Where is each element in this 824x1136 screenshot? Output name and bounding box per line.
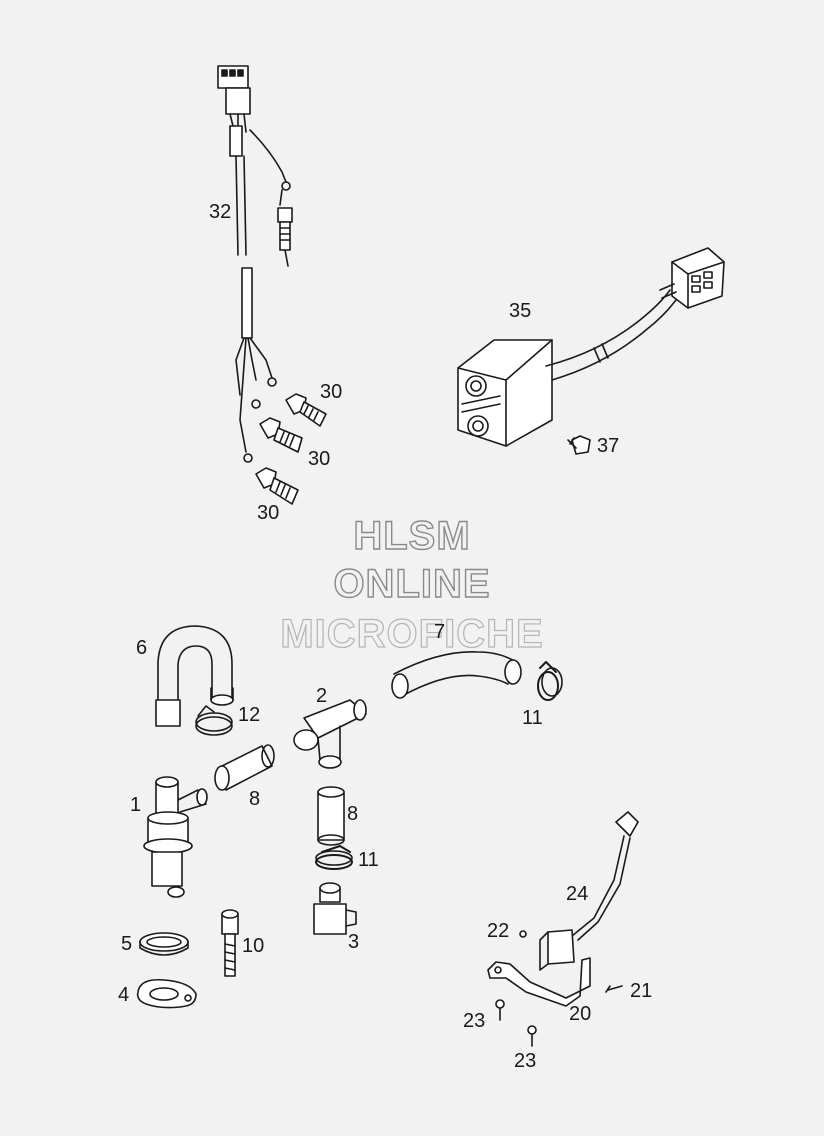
part-number-10: 10	[242, 935, 265, 957]
hose-segment-8-b	[317, 786, 345, 846]
gasket-4	[136, 978, 197, 1009]
hose-segment-8-a	[214, 744, 275, 791]
seal-ring-5	[139, 932, 189, 956]
watermark-line-2: ONLINE	[333, 562, 491, 606]
nut-22	[519, 930, 527, 938]
part-number-7: 7	[434, 621, 446, 643]
watermark-line-3: MICROFICHE	[280, 612, 544, 656]
part-number-37: 37	[597, 435, 620, 457]
screw-37	[567, 435, 591, 455]
part-number-5: 5	[121, 933, 133, 955]
part-number-4: 4	[118, 984, 130, 1006]
part-number-23-a: 23	[463, 1010, 486, 1032]
elbow-fitting-3	[313, 882, 357, 935]
part-number-11-b: 11	[358, 849, 379, 871]
part-number-30-b: 30	[308, 448, 331, 470]
part-number-30-a: 30	[320, 381, 343, 403]
part-number-24: 24	[566, 883, 589, 905]
air-valve-1	[143, 776, 208, 898]
part-number-8-b: 8	[347, 803, 359, 825]
bracket-20	[487, 957, 591, 1007]
control-unit-35	[457, 247, 725, 447]
part-number-30-c: 30	[257, 502, 280, 524]
sensor-harness-24	[539, 811, 639, 971]
sensor-30-c	[255, 467, 299, 505]
sensor-30-a	[285, 393, 327, 427]
part-number-1: 1	[130, 794, 142, 816]
screw-23-a	[495, 999, 505, 1021]
hose-clamp-11-b	[315, 845, 353, 870]
part-number-21: 21	[630, 980, 653, 1002]
part-number-22: 22	[487, 920, 510, 942]
part-number-32: 32	[209, 201, 232, 223]
hose-clamp-12	[195, 705, 233, 736]
part-number-20: 20	[569, 1003, 592, 1025]
t-piece-2	[293, 699, 367, 769]
hose-clamp-11-a	[537, 661, 563, 701]
bolt-10	[221, 909, 239, 977]
part-number-8-a: 8	[249, 788, 261, 810]
screw-23-b	[527, 1025, 537, 1047]
sensor-30-b	[259, 417, 303, 453]
u-hose-6	[155, 625, 234, 727]
part-number-35: 35	[509, 300, 532, 322]
screw-21	[605, 985, 623, 993]
part-number-11-a: 11	[522, 707, 543, 729]
bent-hose-7	[391, 651, 522, 699]
part-number-12: 12	[238, 704, 261, 726]
watermark-line-1: HLSM	[353, 514, 471, 558]
part-number-2: 2	[316, 685, 328, 707]
part-number-23-b: 23	[514, 1050, 537, 1072]
wiring-harness-32	[217, 65, 293, 463]
part-number-6: 6	[136, 637, 148, 659]
part-number-3: 3	[348, 931, 360, 953]
